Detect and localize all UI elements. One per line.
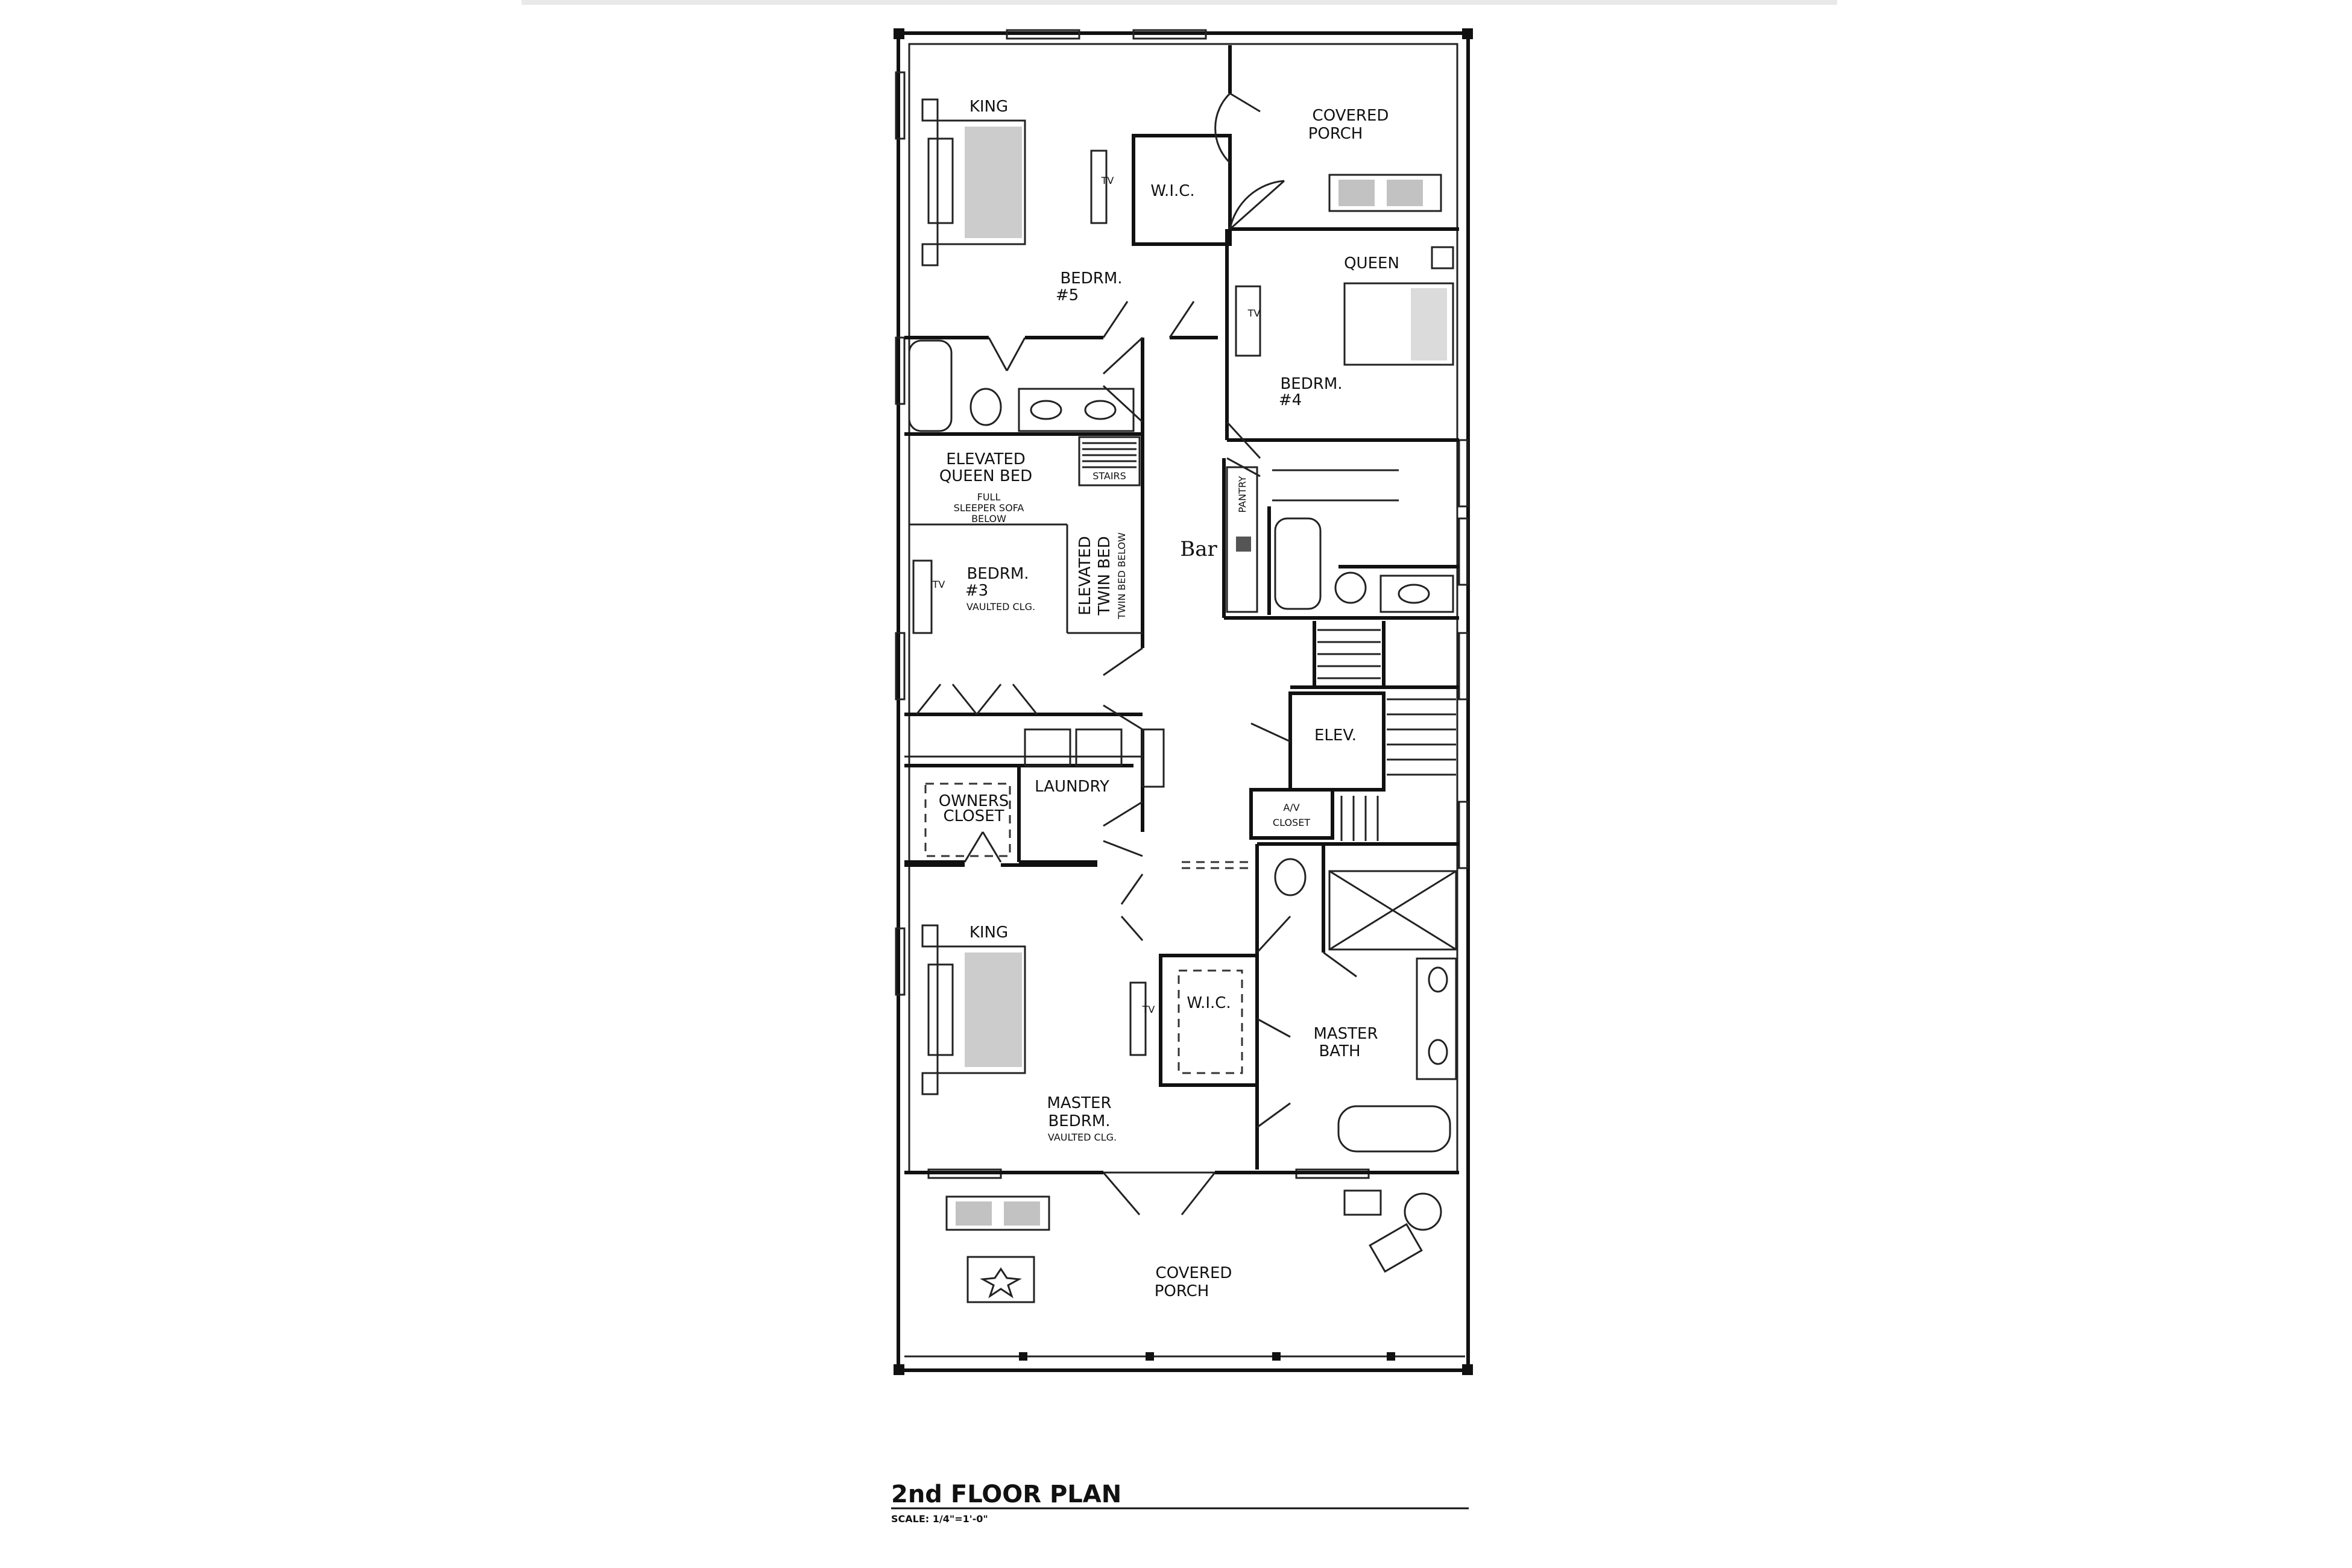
bedroom5-wic-label: W.I.C. bbox=[1150, 182, 1194, 200]
master-bedroom-line2: BEDRM. bbox=[1048, 1112, 1110, 1130]
master-bath-line2: BATH bbox=[1319, 1042, 1360, 1060]
porch-top-line1: COVERED bbox=[1313, 107, 1389, 125]
bedroom5-number: #5 bbox=[1056, 286, 1079, 304]
bedroom3-tv-label: TV bbox=[932, 579, 945, 590]
bedroom3-twin-2: TWIN BED bbox=[1096, 536, 1114, 616]
master-bed-label: KING bbox=[969, 924, 1008, 942]
bedroom3-name: BEDRM. bbox=[966, 565, 1029, 583]
bedroom4-number: #4 bbox=[1279, 391, 1302, 409]
bedroom3-twin-note: TWIN BED BELOW bbox=[1116, 532, 1127, 620]
bedroom4-tv-label: TV bbox=[1247, 307, 1261, 319]
windows bbox=[895, 29, 1469, 1179]
bedroom4-name: BEDRM. bbox=[1280, 375, 1342, 393]
title-block: 2nd FLOOR PLAN SCALE: 1/4"=1'-0" bbox=[891, 1481, 1469, 1525]
master-wic-label: W.I.C. bbox=[1187, 994, 1231, 1012]
porch-bottom-line2: PORCH bbox=[1155, 1282, 1209, 1300]
bedroom3-twin-1: ELEVATED bbox=[1076, 536, 1094, 616]
bedroom3-stairs-label: STAIRS bbox=[1092, 470, 1126, 482]
porch-bottom-line1: COVERED bbox=[1156, 1264, 1232, 1282]
bedroom3-sofa-note-3: BELOW bbox=[971, 513, 1006, 524]
plan-scale: SCALE: 1/4"=1'-0" bbox=[891, 1513, 988, 1525]
bedroom3-elevated-queen-1: ELEVATED bbox=[946, 450, 1026, 468]
bar-label: Bar bbox=[1180, 537, 1217, 561]
owners-closet-line2: CLOSET bbox=[944, 807, 1004, 825]
bedroom5-tv-label: TV bbox=[1101, 175, 1114, 186]
page-top-band bbox=[522, 0, 1837, 5]
interior-walls bbox=[904, 45, 1459, 1174]
bedroom3-sofa-note-2: SLEEPER SOFA bbox=[954, 502, 1024, 514]
av-closet-line2: CLOSET bbox=[1273, 817, 1310, 828]
bedroom3-sofa-note-1: FULL bbox=[977, 491, 1001, 503]
bedroom3-elevated-queen-2: QUEEN BED bbox=[939, 467, 1032, 485]
master-bath-line1: MASTER bbox=[1313, 1025, 1378, 1043]
master-bedroom-line1: MASTER bbox=[1047, 1094, 1111, 1112]
bedroom3-ceiling: VAULTED CLG. bbox=[966, 601, 1035, 612]
laundry-label: LAUNDRY bbox=[1035, 778, 1109, 796]
porch-top-line2: PORCH bbox=[1308, 125, 1363, 143]
door-swings bbox=[915, 92, 1357, 1215]
plan-title: 2nd FLOOR PLAN bbox=[891, 1481, 1121, 1508]
pantry-label: PANTRY bbox=[1237, 476, 1248, 512]
master-bedroom-ceiling: VAULTED CLG. bbox=[1048, 1132, 1117, 1143]
master-tv-label: TV bbox=[1142, 1004, 1155, 1015]
bedroom5-name: BEDRM. bbox=[1060, 269, 1122, 288]
bedroom5-bed-label: KING bbox=[969, 98, 1008, 116]
bedroom4-bed-label: QUEEN bbox=[1344, 254, 1399, 272]
av-closet-line1: A/V bbox=[1283, 802, 1299, 813]
room-labels: KING BEDRM. #5 W.I.C. TV COVERED PORCH Q… bbox=[932, 98, 1399, 1300]
bedroom3-number: #3 bbox=[965, 582, 988, 600]
elevator-label: ELEV. bbox=[1314, 726, 1357, 745]
exterior-walls bbox=[894, 28, 1473, 1375]
fixtures bbox=[908, 98, 1457, 1303]
owners-closet-line1: OWNERS bbox=[939, 792, 1009, 810]
